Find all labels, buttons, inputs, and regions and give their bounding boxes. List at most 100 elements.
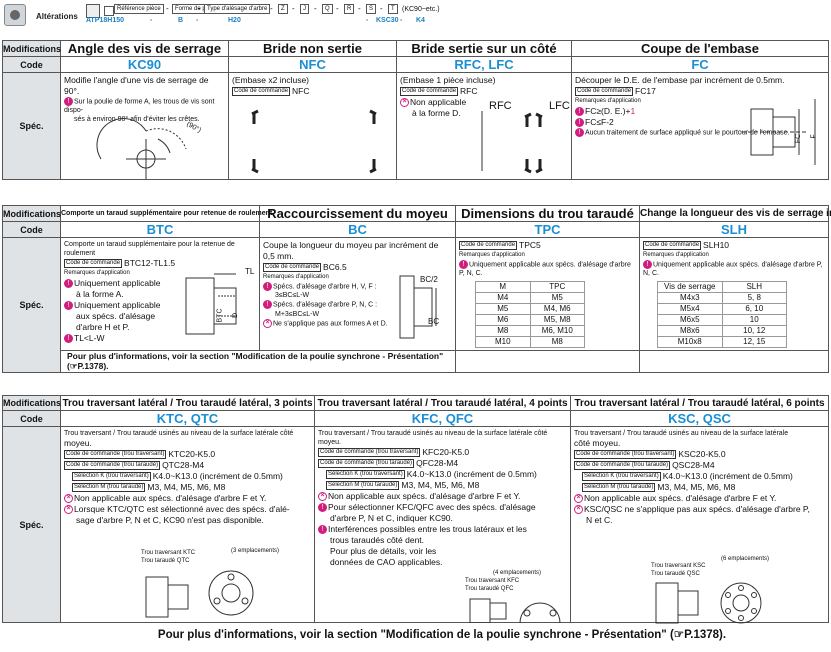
code-ksc: KSC, QSC xyxy=(570,410,829,427)
spec-kc90: Modifie l'angle d'une vis de serrage de … xyxy=(60,72,229,180)
spec-label: Spéc. xyxy=(2,236,61,374)
example-part: ATP18H150 xyxy=(86,17,125,24)
chip-bore-type: Type d'alésage d'arbre xyxy=(204,4,271,14)
page-ref-icon: ☞ xyxy=(69,361,78,372)
section-1-table: Modifications Angle des vis de serrage B… xyxy=(2,40,829,180)
code-slh: SLH xyxy=(639,221,829,238)
spec-ktc: Trou traversant / Trou taraudé usinés au… xyxy=(60,426,315,623)
code-kfc: KFC, QFC xyxy=(314,410,571,427)
spec-rfc: (Embase 1 pièce incluse) Code de command… xyxy=(396,72,572,180)
lfc-label: LFC xyxy=(549,100,570,112)
example-bore: H20 xyxy=(228,17,241,24)
caution-icon: ! xyxy=(318,503,327,513)
document-icon xyxy=(86,4,100,18)
chip-t: T xyxy=(388,4,398,14)
caution-icon: ! xyxy=(64,301,73,311)
prohibited-icon: × xyxy=(400,98,409,108)
prohibited-icon: × xyxy=(64,494,73,504)
nfc-diagram xyxy=(251,109,377,174)
code-kc90: KC90 xyxy=(60,56,229,73)
col-title: Raccourcissement du moyeu xyxy=(259,205,456,222)
col-title: Trou traversant latéral / Trou taraudé l… xyxy=(60,395,315,411)
col-title: Comporte un taraud supplémentaire pour r… xyxy=(60,205,272,222)
prohibited-icon: × xyxy=(574,505,583,515)
caution-icon: ! xyxy=(575,118,584,128)
section-3-note: Pour plus d'informations, voir la sectio… xyxy=(62,627,822,642)
code-nfc: NFC xyxy=(228,56,397,73)
header-tail: (KC90~etc.) xyxy=(402,6,440,13)
dim-btc: BTC xyxy=(216,308,224,323)
alterations-icon xyxy=(4,4,26,26)
rfc-diagram xyxy=(481,111,543,174)
col-title: Bride non sertie xyxy=(228,40,397,57)
section-2-table: Modifications Comporte un taraud supplém… xyxy=(2,205,831,374)
dim-d: D xyxy=(232,312,240,319)
col-title: Trou traversant latéral / Trou taraudé l… xyxy=(314,395,571,411)
code-btc: BTC xyxy=(60,221,260,238)
prohibited-icon: × xyxy=(574,494,583,504)
chip-q: Q xyxy=(322,4,333,14)
example-ksc: KSC30 xyxy=(376,17,399,24)
code-label: Code xyxy=(2,221,61,238)
example-k: K4 xyxy=(416,17,425,24)
bc-diagram xyxy=(399,275,437,339)
mod-label: Modifications xyxy=(2,40,61,57)
dim-fc: FC xyxy=(795,133,803,144)
col-title: Bride sertie sur un côté xyxy=(396,40,572,57)
dim-f: F xyxy=(810,134,818,139)
caution-icon: ! xyxy=(643,260,652,269)
header-title: Altérations xyxy=(36,12,78,21)
prohibited-icon: × xyxy=(64,505,73,515)
code-label: Code xyxy=(2,410,61,427)
chip-j: J xyxy=(300,4,309,14)
col-title: Coupe de l'embase xyxy=(571,40,829,57)
code-ktc: KTC, QTC xyxy=(60,410,315,427)
chip-z: Z xyxy=(278,4,288,14)
chip-s: S xyxy=(366,4,377,14)
caution-icon: ! xyxy=(575,107,584,117)
spec-btc: Comporte un taraud supplémentaire pour l… xyxy=(60,236,260,352)
spec-kfc: Trou traversant / Trou taraudé usinés au… xyxy=(314,426,571,623)
spec-ksc: Trou traversant / Trou taraudé usinés au… xyxy=(570,426,829,624)
code-bc: BC xyxy=(259,221,456,238)
code-fc: FC xyxy=(571,56,829,73)
code-tpc: TPC xyxy=(455,221,640,238)
fc-diagram xyxy=(742,99,816,165)
chip-r: R xyxy=(344,4,355,14)
caution-icon: ! xyxy=(318,525,327,535)
rfc-label: RFC xyxy=(489,100,512,112)
code-rfc-lfc: RFC, LFC xyxy=(396,56,572,73)
page-ref-icon: ☞ xyxy=(673,629,685,641)
prohibited-icon: × xyxy=(318,492,327,502)
kc90-diagram xyxy=(96,118,187,179)
header: Altérations Référence pièce - Forme de p… xyxy=(0,0,831,36)
caution-icon: ! xyxy=(64,334,73,344)
arrow-icon xyxy=(104,6,114,16)
chip-part-ref: Référence pièce xyxy=(114,4,164,14)
example-shape: B xyxy=(178,17,184,24)
dim-tl: TL xyxy=(245,267,255,276)
caution-icon: ! xyxy=(263,282,272,291)
caution-icon: ! xyxy=(64,97,73,106)
spec-fc: Découper le D.E. de l'embase par incréme… xyxy=(571,72,829,180)
prohibited-icon: × xyxy=(263,318,272,328)
mod-label: Modifications xyxy=(2,205,61,222)
col-title: Angle des vis de serrage xyxy=(60,40,229,57)
code-label: Code xyxy=(2,56,61,73)
btc-diagram xyxy=(185,273,237,335)
dim-bc2: BC/2 xyxy=(420,275,438,284)
caution-icon: ! xyxy=(64,279,73,289)
ksc-diagram xyxy=(655,582,762,624)
col-title: Change la longueur des vis de serrage in… xyxy=(639,205,831,222)
spec-label: Spéc. xyxy=(2,72,61,180)
section-3-table: Modifications Trou traversant latéral / … xyxy=(2,395,829,624)
caution-icon: ! xyxy=(575,128,584,137)
col-title: Dimensions du trou taraudé xyxy=(455,205,640,222)
ktc-diagram xyxy=(145,570,254,618)
dim-bc: BC xyxy=(428,317,440,326)
kfc-diagram xyxy=(469,598,561,623)
